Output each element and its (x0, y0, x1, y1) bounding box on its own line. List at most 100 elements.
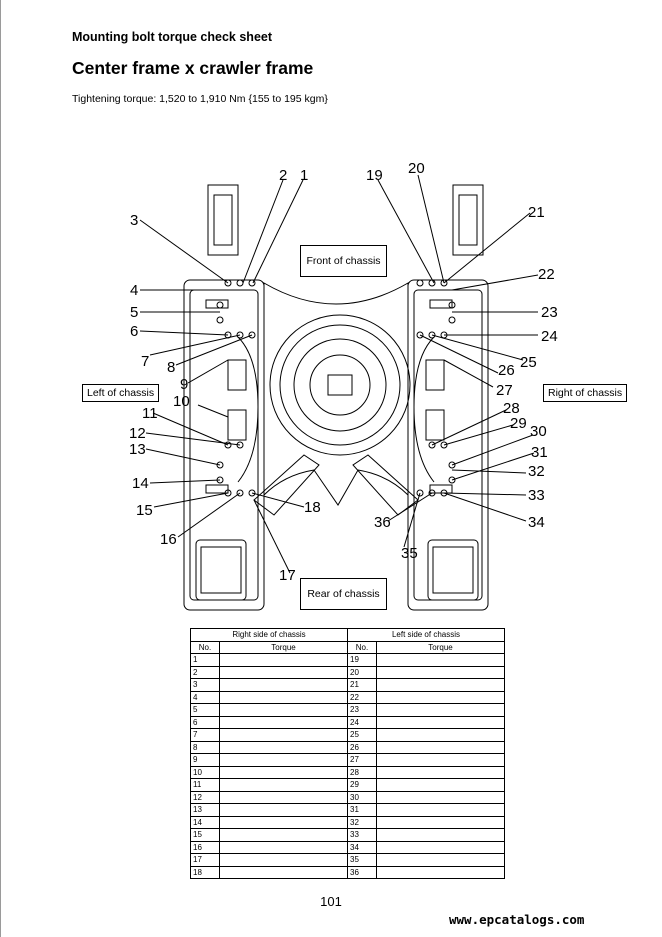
torque-check-table: Right side of chassis Left side of chass… (190, 628, 505, 879)
callout-18: 18 (304, 499, 321, 516)
callout-27: 27 (496, 382, 513, 399)
torque-entry-right[interactable] (219, 753, 348, 767)
row-no-left: 28 (347, 765, 377, 779)
leader-lines (139, 174, 539, 574)
torque-entry-left[interactable] (376, 653, 505, 667)
watermark: www.epcatalogs.com (449, 912, 585, 927)
torque-entry-left[interactable] (376, 728, 505, 742)
row-no-right: 17 (190, 853, 220, 867)
callout-3: 3 (130, 212, 138, 229)
torque-entry-left[interactable] (376, 690, 505, 704)
torque-entry-right[interactable] (219, 865, 348, 879)
callout-19: 19 (366, 167, 383, 184)
callout-23: 23 (541, 304, 558, 321)
callout-36: 36 (374, 514, 391, 531)
torque-entry-right[interactable] (219, 653, 348, 667)
row-no-left: 24 (347, 715, 377, 729)
row-no-left: 33 (347, 828, 377, 842)
callout-4: 4 (130, 282, 138, 299)
callout-28: 28 (503, 400, 520, 417)
torque-entry-left[interactable] (376, 840, 505, 854)
row-no-left: 20 (347, 665, 377, 679)
row-no-left: 19 (347, 653, 377, 667)
torque-entry-left[interactable] (376, 753, 505, 767)
torque-entry-right[interactable] (219, 740, 348, 754)
torque-entry-right[interactable] (219, 703, 348, 717)
torque-entry-right[interactable] (219, 690, 348, 704)
torque-entry-right[interactable] (219, 728, 348, 742)
left-of-chassis-label: Left of chassis (82, 384, 160, 402)
callout-33: 33 (528, 487, 545, 504)
table-row: 1 19 (190, 653, 505, 667)
left-side-group-header: Left side of chassis (347, 628, 505, 642)
callout-13: 13 (129, 441, 146, 458)
torque-entry-right[interactable] (219, 678, 348, 692)
row-no-right: 13 (190, 803, 220, 817)
callout-34: 34 (528, 514, 545, 531)
torque-entry-right[interactable] (219, 828, 348, 842)
torque-entry-right[interactable] (219, 853, 348, 867)
callout-10: 10 (173, 393, 190, 410)
torque-entry-left[interactable] (376, 678, 505, 692)
torque-entry-right[interactable] (219, 790, 348, 804)
torque-entry-left[interactable] (376, 740, 505, 754)
callout-29: 29 (510, 415, 527, 432)
callout-31: 31 (531, 444, 548, 461)
torque-entry-right[interactable] (219, 840, 348, 854)
torque-entry-right[interactable] (219, 665, 348, 679)
torque-entry-right[interactable] (219, 815, 348, 829)
front-of-chassis-label: Front of chassis (300, 245, 387, 277)
col-torque: Torque (376, 640, 505, 654)
bolt-groups (216, 279, 456, 497)
torque-entry-left[interactable] (376, 815, 505, 829)
torque-entry-right[interactable] (219, 715, 348, 729)
torque-entry-left[interactable] (376, 703, 505, 717)
callout-7: 7 (141, 353, 149, 370)
torque-entry-left[interactable] (376, 803, 505, 817)
center-frame (253, 282, 419, 516)
right-crawler-frame (407, 184, 489, 611)
callout-5: 5 (130, 304, 138, 321)
torque-entry-right[interactable] (219, 778, 348, 792)
torque-entry-left[interactable] (376, 853, 505, 867)
callout-25: 25 (520, 354, 537, 371)
callout-12: 12 (129, 425, 146, 442)
torque-entry-left[interactable] (376, 715, 505, 729)
callout-30: 30 (530, 423, 547, 440)
torque-entry-left[interactable] (376, 828, 505, 842)
torque-entry-left[interactable] (376, 865, 505, 879)
page-title: Center frame x crawler frame (72, 58, 314, 78)
torque-entry-left[interactable] (376, 765, 505, 779)
table-row: 7 25 (190, 728, 505, 742)
row-no-left: 27 (347, 753, 377, 767)
torque-entry-right[interactable] (219, 765, 348, 779)
callout-24: 24 (541, 328, 558, 345)
torque-entry-right[interactable] (219, 803, 348, 817)
table-row: 10 28 (190, 765, 505, 779)
row-no-right: 8 (190, 740, 220, 754)
callout-16: 16 (160, 531, 177, 548)
torque-entry-left[interactable] (376, 778, 505, 792)
callout-21: 21 (528, 204, 545, 221)
row-no-left: 25 (347, 728, 377, 742)
torque-entry-left[interactable] (376, 790, 505, 804)
row-no-right: 15 (190, 828, 220, 842)
row-no-left: 31 (347, 803, 377, 817)
row-no-left: 30 (347, 790, 377, 804)
row-no-right: 16 (190, 840, 220, 854)
row-no-right: 7 (190, 728, 220, 742)
chassis-diagram: 1 2 3 4 5 6 7 8 9 10 11 12 13 14 15 16 1… (129, 160, 558, 611)
row-no-right: 1 (190, 653, 220, 667)
torque-entry-left[interactable] (376, 665, 505, 679)
row-no-right: 10 (190, 765, 220, 779)
right-side-group-header: Right side of chassis (190, 628, 348, 642)
